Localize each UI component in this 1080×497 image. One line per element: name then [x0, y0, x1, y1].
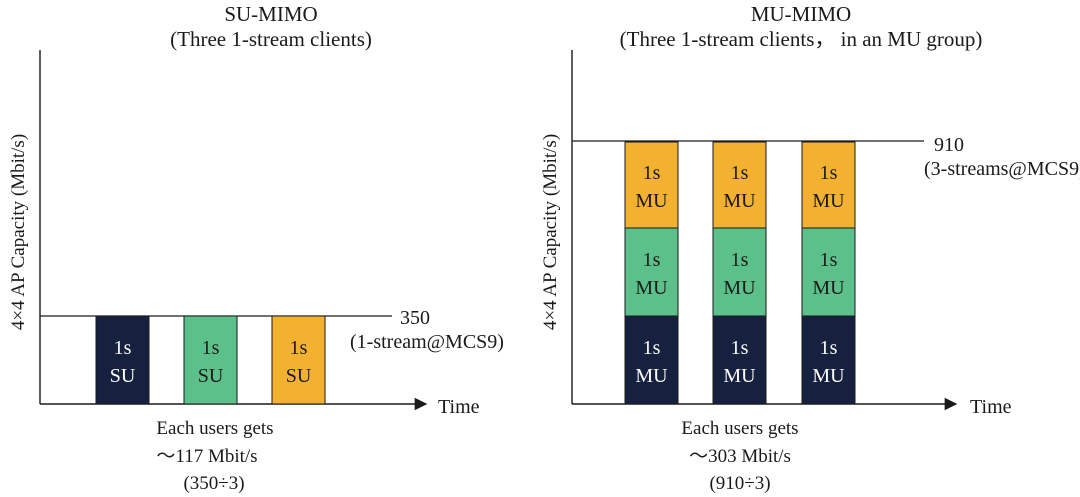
mu-col-1-block-2-rect [624, 227, 679, 317]
su-bar-2-rect [183, 315, 238, 405]
mu-y-axis-label: 4×4 AP Capacity (Mbit/s) [540, 134, 561, 330]
mu-col-1-block-3-label-top: 1s [643, 162, 661, 184]
mu-capacity-note: (3-streams@MCS9) [924, 158, 1080, 180]
mu-col-2-block-1-label-bottom: MU [723, 365, 756, 387]
mu-col-3-block-2-rect [801, 227, 856, 317]
su-y-axis-label: 4×4 AP Capacity (Mbit/s) [8, 134, 29, 330]
su-bar-1-rect [95, 315, 150, 405]
su-title: SU-MIMO [224, 2, 317, 26]
su-bar-2-label-top: 1s [202, 337, 220, 359]
mu-col-1-block-3-label-bottom: MU [635, 190, 668, 212]
su-bar-1-label-top: 1s [114, 337, 132, 359]
mu-col-3-block-3-label-bottom: MU [812, 190, 845, 212]
mu-col-3-block-1-label-bottom: MU [812, 365, 845, 387]
mu-col-1-block-2-label-bottom: MU [635, 277, 668, 299]
su-bar-3-rect [271, 315, 326, 405]
mu-mimo-panel: MU-MIMO (Three 1-stream clients， in an M… [540, 2, 1080, 494]
mu-col-1-block-1-label-bottom: MU [635, 365, 668, 387]
mu-col-3-block-2-label-bottom: MU [812, 277, 845, 299]
su-bar-3-label-top: 1s [290, 337, 308, 359]
mu-col-3-block-1-rect [801, 315, 856, 405]
mu-footer-line2: ～303 Mbit/s [689, 446, 791, 467]
mu-col-3-block-3-label-top: 1s [820, 162, 838, 184]
su-subtitle: (Three 1-stream clients) [170, 27, 372, 51]
mu-col-2-block-3-label-bottom: MU [723, 190, 756, 212]
su-footer-line2: ～117 Mbit/s [156, 446, 257, 467]
mu-col-2-block-1-label-top: 1s [731, 337, 749, 359]
mu-capacity-value: 910 [934, 134, 964, 156]
mu-col-3-block-3-rect [801, 141, 856, 229]
su-bar-2-label-bottom: SU [198, 365, 224, 387]
mu-subtitle: (Three 1-stream clients， in an MU group) [620, 27, 983, 51]
mu-col-2-block-3-label-top: 1s [731, 162, 749, 184]
mu-col-3-block-2-label-top: 1s [820, 249, 838, 271]
mu-col-3-block-1-label-top: 1s [820, 337, 838, 359]
mu-col-1-block-1-label-top: 1s [643, 337, 661, 359]
mu-col-1-block-3-rect [624, 141, 679, 229]
mu-col-2-block-2-label-top: 1s [731, 249, 749, 271]
su-x-axis-label: Time [438, 396, 480, 418]
mu-footer-line3: (910÷3) [709, 473, 770, 494]
su-footer-line3: (350÷3) [183, 473, 244, 494]
mu-footer-line1: Each users gets [681, 418, 798, 439]
mu-col-2-block-2-rect [712, 227, 767, 317]
mu-col-1-block-2-label-top: 1s [643, 249, 661, 271]
su-footer-line1: Each users gets [156, 418, 273, 439]
su-capacity-note: (1-stream@MCS9) [350, 331, 504, 353]
mu-col-2-block-2-label-bottom: MU [723, 277, 756, 299]
su-bar-1-label-bottom: SU [110, 365, 136, 387]
mu-col-2-block-1-rect [712, 315, 767, 405]
su-mimo-panel: SU-MIMO (Three 1-stream clients) 4×4 AP … [8, 2, 504, 494]
su-bar-3-label-bottom: SU [286, 365, 312, 387]
su-capacity-value: 350 [400, 307, 430, 329]
mu-col-1-block-1-rect [624, 315, 679, 405]
mu-title: MU-MIMO [751, 2, 851, 26]
mu-x-axis-label: Time [970, 396, 1012, 418]
mu-col-2-block-3-rect [712, 141, 767, 229]
